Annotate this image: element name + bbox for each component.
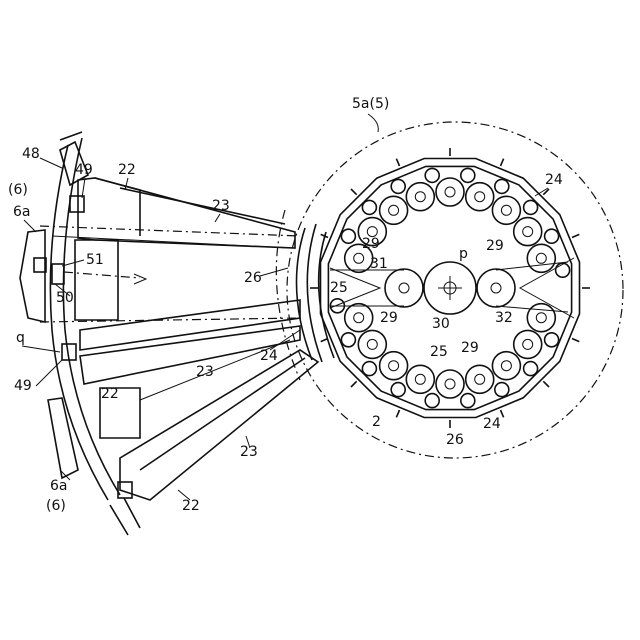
roller-hub [389,205,399,215]
label-32: 32 [495,310,513,326]
roller-hub [354,253,364,263]
roller [527,244,555,272]
small-roller [461,168,475,182]
guide-arcs [276,210,334,380]
ring-tab [396,159,399,166]
label-26-a: 26 [244,270,262,286]
small-roller [391,179,405,193]
roller-hub [501,361,511,371]
roller-hub [445,187,455,197]
small-roller [461,394,475,408]
small-roller [556,263,570,277]
roller-hub [475,374,485,384]
small-roller [425,394,439,408]
roller-hub [536,253,546,263]
label-29-a: 29 [362,236,380,252]
small-roller [391,383,405,397]
small-roller [362,362,376,376]
roller-hub [415,374,425,384]
central-gears [330,258,574,318]
label-q: q [16,330,25,346]
small-roller [341,229,355,243]
label-6-bottom: (6) [46,498,66,514]
roller [406,365,434,393]
label-23-mid: 23 [196,364,214,380]
roller [492,352,520,380]
small-roller [362,200,376,214]
label-29-b: 29 [486,238,504,254]
roller [492,196,520,224]
label-31: 31 [370,256,388,272]
roller [345,304,373,332]
roller-hub [415,192,425,202]
ring-tab [572,339,579,342]
roller [466,183,494,211]
roller [514,218,542,246]
roller [380,196,408,224]
small-roller [545,229,559,243]
roller-hub [367,339,377,349]
label-6a-top: 6a [13,204,31,220]
roller [380,352,408,380]
small-roller [495,383,509,397]
label-22-top: 22 [118,162,136,178]
label-22-mid: 22 [101,386,119,402]
ring-tab [351,381,357,387]
ring-tab [543,381,549,387]
small-roller [524,362,538,376]
label-49-top: 49 [75,162,93,178]
roller-hub [475,192,485,202]
ring-tab [501,159,504,166]
label-30: 30 [432,316,450,332]
label-49-bottom: 49 [14,378,32,394]
roller-hub [523,339,533,349]
roller [436,178,464,206]
ring-tab [351,189,357,195]
small-roller [341,333,355,347]
label-p: p [459,246,468,262]
label-24-mid: 24 [260,348,278,364]
ring-tab [572,234,579,237]
roller-hub [445,379,455,389]
roller [436,370,464,398]
roller [466,365,494,393]
roller [527,304,555,332]
roller [514,330,542,358]
roller-hub [389,361,399,371]
roller-hub [523,227,533,237]
label-23-top: 23 [212,198,230,214]
arm-bottom [118,340,318,500]
label-6a-bottom: 6a [50,478,68,494]
label-25-b: 25 [430,344,448,360]
label-24-bottom: 24 [483,416,501,432]
small-roller [524,200,538,214]
label-6-top: (6) [8,182,28,198]
carrier-disk-6 [20,132,300,535]
label-51: 51 [86,252,104,268]
label-23-bottom: 23 [240,444,258,460]
label-24-top: 24 [545,172,563,188]
label-29-d: 29 [461,340,479,356]
roller [358,330,386,358]
roller-hub [501,205,511,215]
label-22-bottom: 22 [182,498,200,514]
label-26-b: 26 [446,432,464,448]
roller-hub [536,313,546,323]
label-48: 48 [22,146,40,162]
label-2: 2 [372,414,381,430]
leader-lines [22,114,548,500]
ring-tab [501,410,504,417]
arm-top [70,178,295,248]
small-roller [425,168,439,182]
small-roller [545,333,559,347]
ring-tab [396,410,399,417]
label-25-a: 25 [330,280,348,296]
labels: 5a(5) 48 49 22 (6) 6a 23 24 29 29 p 31 5… [8,96,563,514]
roller [406,183,434,211]
roller-hub [354,313,364,323]
label-5a: 5a(5) [352,96,389,112]
small-roller [495,179,509,193]
label-29-c: 29 [380,310,398,326]
